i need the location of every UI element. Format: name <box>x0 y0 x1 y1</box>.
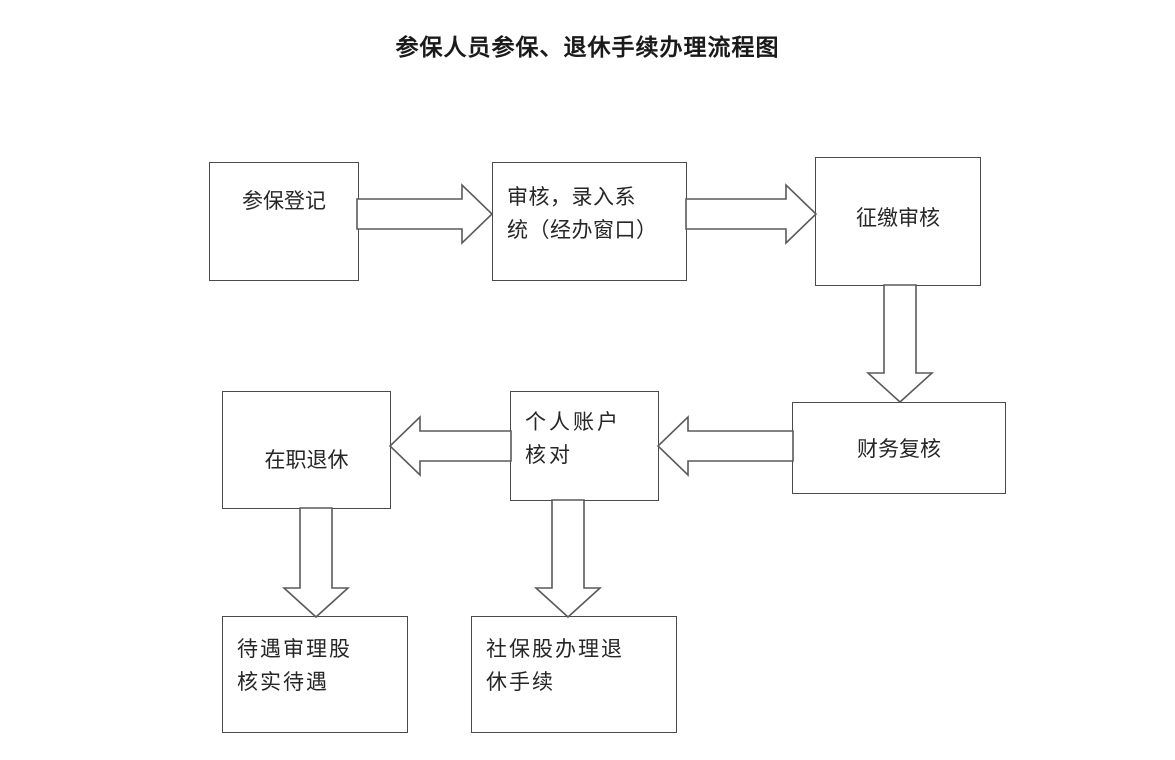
node-benefit-review-section[interactable]: 待遇审理股 核实待遇 <box>222 616 408 733</box>
node-register-label: 参保登记 <box>242 189 326 213</box>
node-benefit-review-section-label: 待遇审理股 核实待遇 <box>237 637 352 694</box>
node-social-security-section[interactable]: 社保股办理退 休手续 <box>471 616 677 733</box>
arrow-personal-account-check-to-in-service-retirement <box>388 415 512 477</box>
block-arrow-right-icon <box>356 183 494 245</box>
page-title: 参保人员参保、退休手续办理流程图 <box>395 35 780 61</box>
arrow-finance-review-to-personal-account-check <box>656 415 794 477</box>
block-arrow-right-icon <box>685 183 818 245</box>
node-in-service-retirement-label: 在职退休 <box>264 448 349 472</box>
node-register[interactable]: 参保登记 <box>209 162 359 281</box>
node-audit-entry-label: 审核，录入系 统（经办窗口） <box>507 185 658 242</box>
arrow-register-to-audit-entry <box>356 183 494 245</box>
node-finance-review-label: 财务复核 <box>857 437 941 461</box>
block-arrow-down-icon <box>281 507 351 619</box>
node-collection-audit-label: 征缴审核 <box>856 206 940 230</box>
arrow-audit-entry-to-collection-audit <box>685 183 818 245</box>
node-finance-review[interactable]: 财务复核 <box>792 402 1006 494</box>
arrow-collection-audit-to-finance-review <box>865 284 935 404</box>
block-arrow-down-icon <box>533 499 603 619</box>
node-personal-account-check-label: 个人账户 核对 <box>525 410 621 467</box>
node-collection-audit[interactable]: 征缴审核 <box>815 157 981 286</box>
node-audit-entry[interactable]: 审核，录入系 统（经办窗口） <box>492 162 687 281</box>
block-arrow-left-icon <box>388 415 512 477</box>
node-in-service-retirement[interactable]: 在职退休 <box>222 391 391 509</box>
arrow-in-service-retirement-to-benefit-review <box>281 507 351 619</box>
node-social-security-section-label: 社保股办理退 休手续 <box>486 637 624 694</box>
block-arrow-left-icon <box>656 415 794 477</box>
node-personal-account-check[interactable]: 个人账户 核对 <box>510 391 659 501</box>
arrow-personal-account-check-to-social-security-section <box>533 499 603 619</box>
block-arrow-down-icon <box>865 284 935 404</box>
